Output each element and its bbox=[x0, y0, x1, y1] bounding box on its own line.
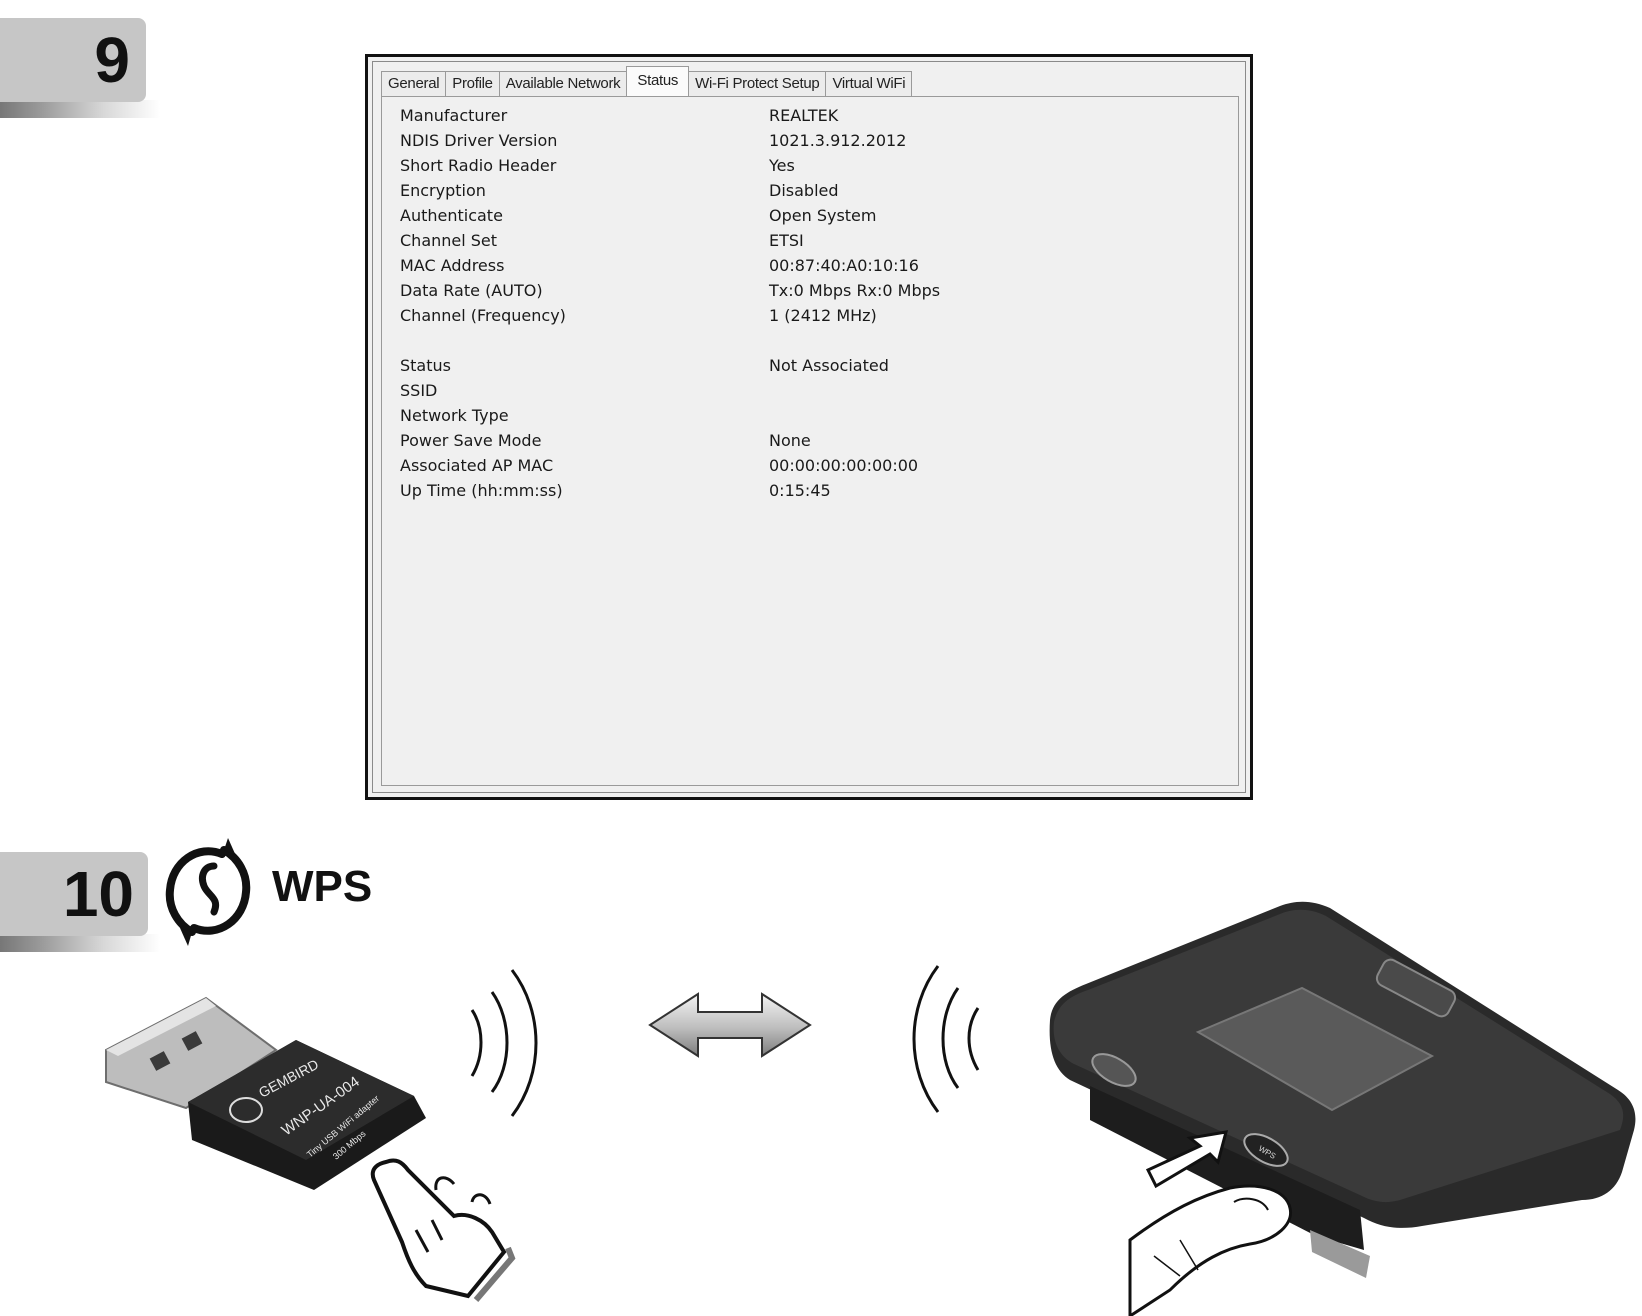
double-arrow-icon bbox=[648, 992, 812, 1058]
tab-wifi-protect-setup[interactable]: Wi-Fi Protect Setup bbox=[688, 71, 827, 96]
row-label: Encryption bbox=[400, 181, 486, 200]
row-value: ETSI bbox=[769, 231, 804, 250]
tab-general[interactable]: General bbox=[381, 71, 447, 96]
adapter-utility-dialog: General Profile Available Network Status… bbox=[365, 54, 1253, 800]
row-value: 00:87:40:A0:10:16 bbox=[769, 256, 919, 275]
signal-waves-left-icon bbox=[470, 969, 538, 1117]
tab-available-network[interactable]: Available Network bbox=[498, 71, 628, 96]
row-label: Network Type bbox=[400, 406, 509, 425]
step-10-number: 10 bbox=[0, 852, 148, 936]
tab-status[interactable]: Status bbox=[626, 66, 690, 96]
signal-waves-right-icon bbox=[912, 965, 980, 1113]
tab-virtual-wifi[interactable]: Virtual WiFi bbox=[825, 71, 913, 96]
row-label: Up Time (hh:mm:ss) bbox=[400, 481, 563, 500]
row-value: Disabled bbox=[769, 181, 839, 200]
step-10-shade bbox=[0, 934, 160, 952]
wps-router-illustration: WPS bbox=[1049, 901, 1636, 1316]
wps-label: WPS bbox=[272, 862, 373, 911]
usb-wifi-adapter-illustration: GEMBIRD WNP-UA-004 Tiny USB WiFi adapter… bbox=[105, 996, 516, 1302]
row-value: Not Associated bbox=[769, 356, 889, 375]
row-value: REALTEK bbox=[769, 106, 839, 125]
row-label: Short Radio Header bbox=[400, 156, 557, 175]
row-label: Manufacturer bbox=[400, 106, 508, 125]
row-label: SSID bbox=[400, 381, 438, 400]
status-panel: Manufacturer REALTEK NDIS Driver Version 1… bbox=[381, 96, 1239, 786]
row-value: None bbox=[769, 431, 811, 450]
tab-profile[interactable]: Profile bbox=[445, 71, 500, 96]
router-wps-button[interactable] bbox=[1239, 1128, 1293, 1173]
row-label: Data Rate (AUTO) bbox=[400, 281, 543, 300]
row-value: 00:00:00:00:00:00 bbox=[769, 456, 919, 475]
row-label: MAC Address bbox=[400, 256, 505, 275]
row-value: 0:15:45 bbox=[769, 481, 831, 500]
row-label: Associated AP MAC bbox=[400, 456, 554, 475]
row-label: Status bbox=[400, 356, 451, 375]
row-label: Channel (Frequency) bbox=[400, 306, 566, 325]
finger-icon bbox=[1128, 1184, 1293, 1316]
row-label: Power Save Mode bbox=[400, 431, 542, 450]
row-label: Authenticate bbox=[400, 206, 503, 225]
tab-strip: General Profile Available Network Status… bbox=[381, 66, 913, 96]
row-label: NDIS Driver Version bbox=[400, 131, 558, 150]
row-label: Channel Set bbox=[400, 231, 498, 250]
row-value: 1021.3.912.2012 bbox=[769, 131, 907, 150]
router-top-buttons bbox=[1375, 958, 1457, 1018]
wps-icon bbox=[165, 838, 251, 946]
press-arrow-icon bbox=[1145, 1130, 1229, 1189]
pointing-hand-icon bbox=[370, 1158, 516, 1302]
row-value: Yes bbox=[769, 156, 795, 175]
row-value: Open System bbox=[769, 206, 877, 225]
step-9-number: 9 bbox=[0, 18, 146, 102]
step-9-shade bbox=[0, 100, 160, 118]
dialog-frame: General Profile Available Network Status… bbox=[372, 61, 1246, 793]
row-value: Tx:0 Mbps Rx:0 Mbps bbox=[769, 281, 941, 300]
row-value: 1 (2412 MHz) bbox=[769, 306, 877, 325]
